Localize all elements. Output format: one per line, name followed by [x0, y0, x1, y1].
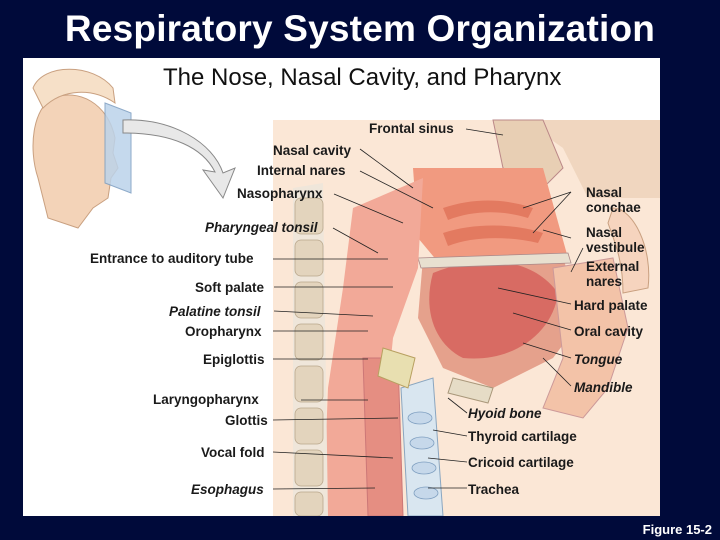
label-cricoid-cartilage: Cricoid cartilage	[468, 455, 574, 470]
label-entrance-auditory-tube: Entrance to auditory tube	[90, 251, 254, 266]
label-external-nares-line1: External	[586, 259, 639, 274]
label-nasal-conchae-line1: Nasal	[586, 185, 622, 200]
label-laryngopharynx: Laryngopharynx	[153, 392, 259, 407]
figure-number: Figure 15-2	[643, 522, 712, 537]
label-esophagus: Esophagus	[191, 482, 264, 497]
label-nasal-vestibule-line2: vestibule	[586, 240, 645, 255]
label-nasal-vestibule-line1: Nasal	[586, 225, 622, 240]
orientation-arrow	[123, 120, 235, 198]
head-thumbnail	[33, 69, 131, 228]
label-oral-cavity: Oral cavity	[574, 324, 643, 339]
label-trachea: Trachea	[468, 482, 519, 497]
label-soft-palate: Soft palate	[195, 280, 264, 295]
label-pharyngeal-tonsil: Pharyngeal tonsil	[205, 220, 318, 235]
label-internal-nares: Internal nares	[257, 163, 346, 178]
slide-title: Respiratory System Organization	[0, 0, 720, 58]
label-nasal-cavity: Nasal cavity	[273, 143, 351, 158]
label-hard-palate: Hard palate	[574, 298, 648, 313]
label-tongue: Tongue	[574, 352, 622, 367]
label-palatine-tonsil: Palatine tonsil	[169, 304, 261, 319]
anatomy-illustration	[23, 58, 660, 516]
label-hyoid-bone: Hyoid bone	[468, 406, 542, 421]
label-thyroid-cartilage: Thyroid cartilage	[468, 429, 577, 444]
label-nasopharynx: Nasopharynx	[237, 186, 323, 201]
label-frontal-sinus: Frontal sinus	[369, 121, 454, 136]
label-mandible: Mandible	[574, 380, 633, 395]
label-oropharynx: Oropharynx	[185, 324, 262, 339]
label-nasal-conchae-line2: conchae	[586, 200, 641, 215]
label-glottis: Glottis	[225, 413, 268, 428]
figure-subtitle: The Nose, Nasal Cavity, and Pharynx	[163, 64, 561, 92]
label-epiglottis: Epiglottis	[203, 352, 265, 367]
label-vocal-fold: Vocal fold	[201, 445, 265, 460]
label-external-nares-line2: nares	[586, 274, 622, 289]
figure-panel: The Nose, Nasal Cavity, and Pharynx Fron…	[23, 58, 660, 516]
sagittal-section	[273, 120, 660, 516]
